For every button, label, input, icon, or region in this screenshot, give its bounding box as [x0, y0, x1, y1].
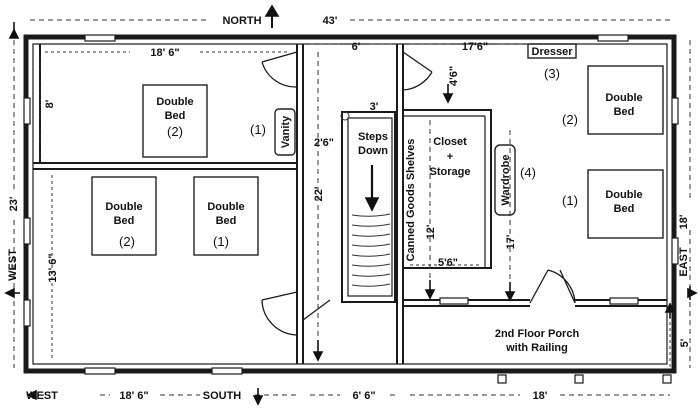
- room-labels: Steps Down Closet + Storage Canned Goods…: [358, 131, 579, 354]
- window: [23, 217, 31, 245]
- wardrobe-label: Wardrobe: [500, 155, 512, 206]
- exterior-walls: [23, 34, 677, 374]
- interior-walls: [33, 44, 667, 364]
- dim-closet-depth: 12': [425, 224, 437, 239]
- dim-porch-width: 18': [533, 390, 548, 402]
- dim-hall-door: 2'6": [314, 137, 334, 149]
- compass-labels: NORTH SOUTH WEST WEST EAST: [7, 15, 690, 402]
- bed-right-top: Double Bed (2): [562, 65, 664, 135]
- bed-number: (2): [562, 112, 578, 127]
- dim-stair-bottom-width: 6' 6": [352, 390, 375, 402]
- dim-stairs-width: 3': [370, 101, 379, 113]
- north-label: NORTH: [222, 15, 261, 27]
- bed-number: (1): [213, 234, 229, 249]
- west-label-bottom: WEST: [26, 390, 58, 402]
- dresser-label: Dresser: [532, 46, 574, 58]
- porch-label-line2: with Railing: [505, 342, 568, 354]
- east-label: EAST: [678, 247, 690, 277]
- vanity-label: Vanity: [280, 115, 292, 148]
- dim-closet-width: 5'6": [438, 257, 458, 269]
- vanity: Vanity (1): [250, 108, 296, 156]
- bed-top-left: Double Bed (2): [142, 84, 208, 158]
- post: [662, 374, 672, 384]
- wardrobe-number: (4): [520, 165, 536, 180]
- bed-label-line2: Bed: [614, 203, 635, 215]
- bed-label-line1: Double: [605, 92, 642, 104]
- bed-label-line2: Bed: [165, 110, 186, 122]
- bed-label-line2: Bed: [216, 215, 237, 227]
- steps-label-line2: Down: [358, 145, 388, 157]
- dim-top-left-width: 18' 6": [150, 47, 179, 59]
- wardrobe: Wardrobe (4): [494, 144, 536, 216]
- west-label-left: WEST: [7, 249, 19, 281]
- closet-label-line3: Storage: [430, 166, 471, 178]
- bed-label-line1: Double: [605, 189, 642, 201]
- dim-bottom-left-width: 18' 6": [119, 390, 148, 402]
- bed-bottom-left-b: Double Bed (1): [193, 176, 259, 256]
- post: [574, 374, 584, 384]
- dim-overall-width: 43': [323, 15, 338, 27]
- window: [84, 367, 116, 375]
- bed-label-line1: Double: [156, 96, 193, 108]
- window: [211, 367, 243, 375]
- vanity-number: (1): [250, 122, 266, 137]
- bed-right-bottom: Double Bed (1): [562, 169, 664, 239]
- arrows: [4, 4, 698, 406]
- windows: [23, 34, 679, 384]
- dim-right-room-depth: 17': [505, 234, 517, 249]
- window: [597, 34, 629, 42]
- door-swings: [261, 51, 576, 336]
- bed-number: (2): [167, 124, 183, 139]
- window: [23, 97, 31, 125]
- dim-right-room-width: 17'6": [462, 41, 488, 53]
- steps-label-line1: Steps: [358, 131, 388, 143]
- bed-number: (1): [562, 193, 578, 208]
- post: [497, 374, 507, 384]
- dresser-number: (3): [544, 66, 560, 81]
- window: [84, 34, 116, 42]
- window: [439, 297, 469, 305]
- stair-treads: [340, 111, 391, 287]
- bed-label-line1: Double: [105, 201, 142, 213]
- canned-goods-label: Canned Goods Shelves: [405, 139, 417, 262]
- bed-number: (2): [119, 234, 135, 249]
- dim-right-room-depth-outer: 18': [678, 214, 690, 229]
- south-label: SOUTH: [203, 390, 242, 402]
- closet-label-line1: Closet: [433, 136, 467, 148]
- dim-door-offset: 4'6": [448, 66, 460, 86]
- dimension-labels: 43' 23' 18' 6" 8' 13' 6" 18' 6" 6' 22' 2…: [8, 15, 691, 402]
- closet-label-line2: +: [447, 151, 453, 163]
- window: [609, 297, 639, 305]
- bed-label-line2: Bed: [114, 215, 135, 227]
- dim-hall-width: 6': [352, 41, 361, 53]
- porch-label-line1: 2nd Floor Porch: [495, 328, 580, 340]
- bed-label-line1: Double: [207, 201, 244, 213]
- bed-bottom-left-a: Double Bed (2): [91, 176, 157, 256]
- window: [671, 237, 679, 265]
- dim-top-left-depth: 8': [44, 99, 56, 108]
- dim-bottom-left-depth: 13' 6": [47, 253, 59, 282]
- dim-overall-depth: 23': [8, 196, 20, 211]
- dresser: Dresser (3): [527, 43, 577, 81]
- dim-porch-depth: 5': [679, 338, 691, 347]
- bed-label-line2: Bed: [614, 106, 635, 118]
- window: [23, 299, 31, 327]
- dim-hall-depth: 22': [313, 186, 325, 201]
- window: [671, 97, 679, 125]
